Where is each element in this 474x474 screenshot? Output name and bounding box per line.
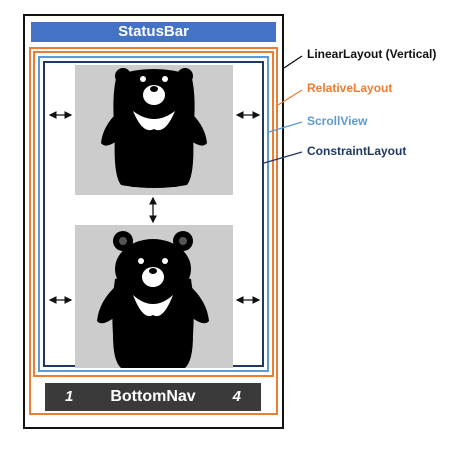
bear-image-top xyxy=(75,65,233,195)
bottom-nav-left-number: 1 xyxy=(65,388,74,405)
label-constraint-layout: ConstraintLayout xyxy=(307,144,407,158)
label-scroll-view: ScrollView xyxy=(307,114,368,128)
bear-icon xyxy=(101,68,207,188)
linear-layout-box xyxy=(29,47,278,415)
bear-icon xyxy=(97,231,209,368)
leader-relative xyxy=(277,89,303,106)
leader-scroll xyxy=(268,121,303,133)
scroll-view-box xyxy=(38,56,269,372)
leader-linear xyxy=(283,55,303,69)
bottom-nav: 1 BottomNav 4 xyxy=(45,383,261,411)
label-linear-layout: LinearLayout (Vertical) xyxy=(307,47,437,61)
bottom-nav-right-number: 4 xyxy=(232,388,241,405)
relative-layout-box xyxy=(33,51,274,377)
status-bar: StatusBar xyxy=(31,22,276,42)
bear-image-bottom xyxy=(75,225,233,368)
leader-constraint xyxy=(263,151,303,164)
bottom-nav-title: BottomNav xyxy=(110,388,196,405)
label-relative-layout: RelativeLayout xyxy=(307,81,393,95)
